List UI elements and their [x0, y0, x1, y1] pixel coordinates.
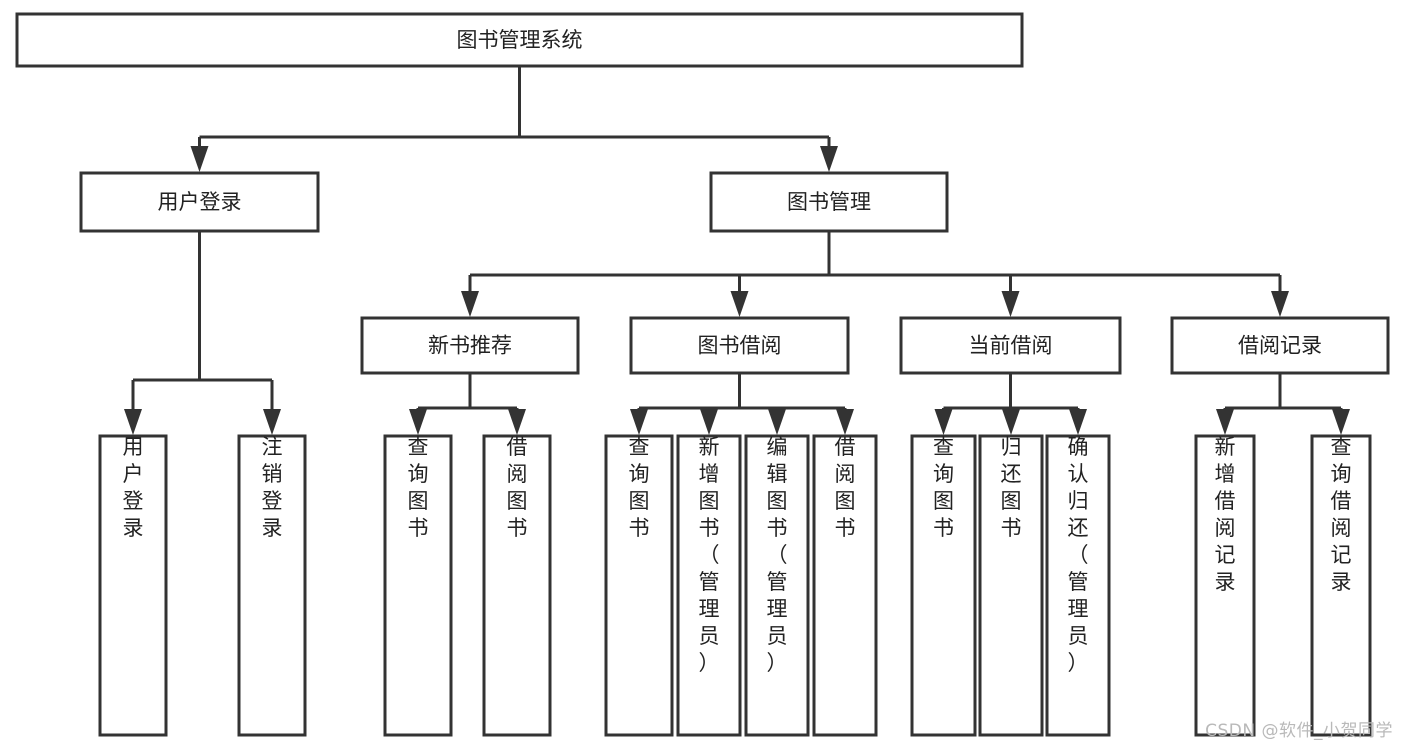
node-leaf-query-record-label: 查询借阅记录 [1331, 435, 1352, 594]
node-book-manage-label: 图书管理 [787, 190, 871, 214]
node-leaf-add-record[interactable]: 新增借阅记录 [1194, 434, 1256, 737]
node-leaf-add-record-box[interactable] [1194, 434, 1256, 737]
node-leaf-query-book-cb-box[interactable] [910, 434, 977, 737]
node-leaf-query-book-cb-label: 查询图书 [933, 435, 954, 540]
arrow-head-icon [1216, 409, 1234, 435]
arrow-head-icon [409, 409, 427, 435]
node-leaf-edit-book[interactable]: 编辑图书（管理员） [744, 434, 810, 737]
arrow-head-icon [820, 146, 838, 172]
node-borrow-record-label: 借阅记录 [1238, 334, 1322, 358]
node-new-book-rec-box[interactable] [360, 316, 580, 375]
arrow-head-icon [1332, 409, 1350, 435]
node-leaf-confirm-return-box[interactable] [1045, 434, 1111, 737]
node-leaf-query-record-box[interactable] [1310, 434, 1372, 737]
node-leaf-confirm-return[interactable]: 确认归还（管理员） [1045, 434, 1111, 737]
node-leaf-return-book-label: 归还图书 [1001, 435, 1022, 540]
node-root-system-label: 图书管理系统 [457, 28, 583, 52]
node-new-book-rec[interactable]: 新书推荐 [360, 316, 580, 375]
node-leaf-query-book-bb[interactable]: 查询图书 [604, 434, 674, 737]
node-book-borrow-label: 图书借阅 [698, 334, 782, 358]
node-book-manage-box[interactable] [709, 171, 949, 233]
node-book-manage[interactable]: 图书管理 [709, 171, 949, 233]
arrow-head-icon [508, 409, 526, 435]
node-leaf-query-book-rec-box[interactable] [383, 434, 453, 737]
node-leaf-borrow-book-rec-label: 借阅图书 [507, 435, 528, 540]
node-leaf-return-book-box[interactable] [978, 434, 1044, 737]
node-leaf-add-record-label: 新增借阅记录 [1215, 435, 1236, 594]
node-leaf-add-book-box[interactable] [676, 434, 742, 737]
node-leaf-borrow-book-bb-box[interactable] [812, 434, 878, 737]
arrow-head-icon [934, 409, 953, 435]
node-leaf-user-login-label: 用户登录 [123, 435, 144, 540]
node-borrow-record-box[interactable] [1170, 316, 1390, 375]
node-leaf-query-book-rec[interactable]: 查询图书 [383, 434, 453, 737]
arrow-head-icon [124, 409, 142, 435]
node-leaf-logout-box[interactable] [237, 434, 307, 737]
node-leaf-edit-book-box[interactable] [744, 434, 810, 737]
node-leaf-add-book[interactable]: 新增图书（管理员） [676, 434, 742, 737]
node-current-borrow[interactable]: 当前借阅 [899, 316, 1122, 375]
node-leaf-user-login-box[interactable] [98, 434, 168, 737]
arrow-head-icon [700, 409, 718, 435]
node-root-system-box[interactable] [15, 12, 1024, 68]
node-leaf-query-book-rec-label: 查询图书 [408, 435, 429, 540]
arrow-head-icon [461, 291, 479, 317]
node-leaf-query-book-bb-label: 查询图书 [629, 435, 650, 540]
node-user-login[interactable]: 用户登录 [79, 171, 320, 233]
watermark-label: CSDN @软件_小贺同学 [1205, 721, 1393, 741]
node-leaf-logout[interactable]: 注销登录 [237, 434, 307, 737]
node-book-borrow[interactable]: 图书借阅 [629, 316, 850, 375]
node-leaf-query-record[interactable]: 查询借阅记录 [1310, 434, 1372, 737]
node-leaf-confirm-return-label: 确认归还（管理员） [1068, 435, 1089, 675]
arrow-head-icon [1271, 291, 1289, 317]
node-current-borrow-box[interactable] [899, 316, 1122, 375]
node-leaf-logout-label: 注销登录 [262, 435, 283, 540]
node-book-borrow-box[interactable] [629, 316, 850, 375]
node-borrow-record[interactable]: 借阅记录 [1170, 316, 1390, 375]
node-leaf-borrow-book-bb[interactable]: 借阅图书 [812, 434, 878, 737]
arrow-head-icon [630, 409, 648, 435]
node-leaf-user-login[interactable]: 用户登录 [98, 434, 168, 737]
node-leaf-add-book-label: 新增图书（管理员） [699, 435, 720, 675]
node-user-login-label: 用户登录 [158, 190, 242, 214]
node-leaf-borrow-book-bb-label: 借阅图书 [835, 435, 856, 540]
node-leaf-query-book-cb[interactable]: 查询图书 [910, 434, 977, 737]
node-leaf-return-book[interactable]: 归还图书 [978, 434, 1044, 737]
node-leaf-edit-book-label: 编辑图书（管理员） [767, 435, 788, 675]
node-leaf-borrow-book-rec[interactable]: 借阅图书 [482, 434, 552, 737]
arrow-head-icon [836, 409, 854, 435]
node-user-login-box[interactable] [79, 171, 320, 233]
node-leaf-borrow-book-rec-box[interactable] [482, 434, 552, 737]
arrow-head-icon [730, 291, 749, 317]
arrow-head-icon [263, 409, 281, 435]
node-root-system[interactable]: 图书管理系统 [15, 12, 1024, 68]
arrow-head-icon [1001, 291, 1020, 317]
node-leaf-query-book-bb-box[interactable] [604, 434, 674, 737]
node-current-borrow-label: 当前借阅 [969, 334, 1053, 358]
node-new-book-rec-label: 新书推荐 [428, 334, 512, 358]
arrow-head-icon [768, 409, 786, 435]
arrow-head-icon [1002, 409, 1020, 435]
arrow-head-icon [190, 146, 209, 172]
arrow-head-icon [1069, 409, 1087, 435]
